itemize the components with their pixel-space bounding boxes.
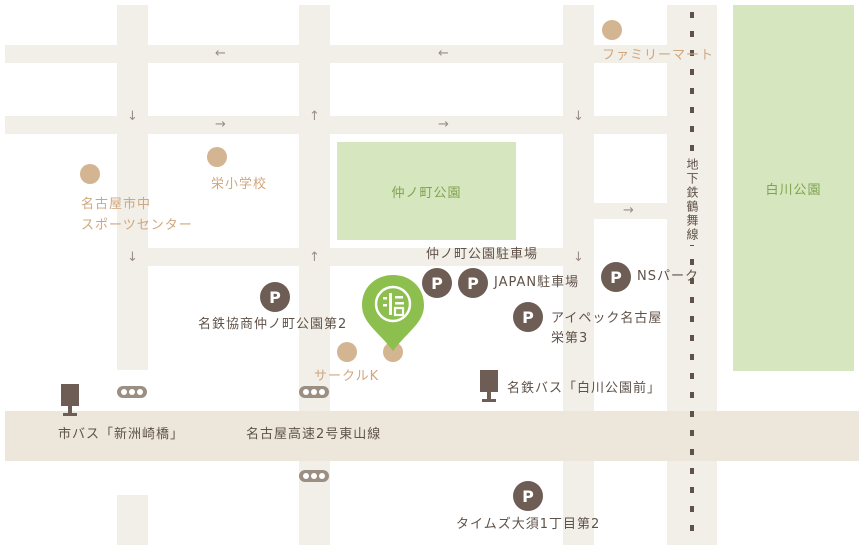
subway-dash — [690, 525, 694, 531]
arrow-up-icon: ↑ — [309, 109, 320, 124]
street-horizontal-second — [5, 116, 667, 134]
sports-center-label-line2: スポーツセンター — [81, 218, 193, 233]
subway-dash — [690, 354, 694, 360]
family-mart-marker-icon — [602, 20, 622, 40]
subway-label: 地下鉄鶴舞線 — [684, 155, 701, 245]
arrow-down-icon: ↓ — [573, 109, 584, 124]
bus-stop-icon[interactable] — [480, 370, 498, 402]
subway-dash — [690, 50, 694, 56]
subway-dash — [690, 468, 694, 474]
parking-icon[interactable]: P — [458, 268, 488, 298]
traffic-signal-icon — [299, 386, 329, 398]
highway-road — [5, 411, 859, 461]
parking-icon[interactable]: P — [513, 481, 543, 511]
ipec-label-line1: アイペック名古屋 — [551, 311, 663, 326]
arrow-right-icon: → — [623, 203, 634, 218]
parking-icon[interactable]: P — [422, 268, 452, 298]
subway-dash — [690, 259, 694, 265]
arrow-down-icon: ↓ — [127, 109, 138, 124]
parking-icon[interactable]: P — [260, 282, 290, 312]
bus-stop-shirakawa-label: 名鉄バス「白川公園前」 — [507, 381, 662, 396]
subway-dash — [690, 297, 694, 303]
times-parking-label: タイムズ大須1丁目第2 — [456, 517, 601, 532]
arrow-down-icon: ↓ — [127, 250, 138, 265]
bus-stop-shinsu-label: 市バス「新洲崎橋」 — [58, 427, 185, 442]
family-mart-label: ファミリーマート — [602, 48, 715, 63]
subway-dash — [690, 88, 694, 94]
subway-dash — [690, 69, 694, 75]
arrow-down-icon: ↓ — [573, 250, 584, 265]
park-shirakawa-label: 白川公園 — [765, 182, 822, 198]
street-horizontal-north — [5, 45, 667, 63]
subway-dash — [690, 449, 694, 455]
street-horizontal-third — [148, 248, 563, 266]
sports-center-label-line1: 名古屋市中 — [81, 197, 152, 212]
subway-dash — [690, 335, 694, 341]
park-nakanocho: 仲ノ町公園 — [337, 142, 516, 240]
subway-dash — [690, 487, 694, 493]
subway-dash — [690, 506, 694, 512]
ipec-label-line2: 栄第3 — [551, 331, 589, 346]
japan-parking-label: JAPAN駐車場 — [494, 275, 580, 290]
park-shirakawa: 白川公園 — [733, 5, 854, 371]
parking-icon[interactable]: P — [601, 262, 631, 292]
arrow-right-icon: → — [438, 117, 449, 132]
destination-marker-dot-icon — [383, 342, 403, 362]
circle-k-label: サークルK — [314, 369, 380, 384]
traffic-signal-icon — [117, 386, 147, 398]
subway-dash — [690, 12, 694, 18]
highway-label: 名古屋高速2号東山線 — [246, 427, 382, 442]
meitetsu-kyosho-label: 名鉄協商仲ノ町公園第2 — [198, 317, 348, 332]
parking-icon[interactable]: P — [513, 302, 543, 332]
street-vertical-west — [117, 5, 148, 370]
bus-stop-icon[interactable] — [61, 384, 79, 416]
subway-dash — [690, 31, 694, 37]
arrow-up-icon: ↑ — [309, 250, 320, 265]
street-vertical-west-south — [117, 495, 148, 545]
park-nakanocho-label: 仲ノ町公園 — [391, 185, 462, 201]
subway-dash — [690, 145, 694, 151]
arrow-left-icon: ← — [215, 46, 226, 61]
subway-dash — [690, 107, 694, 113]
subway-dash — [690, 430, 694, 436]
traffic-signal-icon — [299, 470, 329, 482]
sports-center-marker-icon — [80, 164, 100, 184]
subway-dash — [690, 316, 694, 322]
street-vertical-center — [299, 5, 330, 545]
subway-dash — [690, 278, 694, 284]
nakanocho-parking-label: 仲ノ町公園駐車場 — [426, 247, 539, 262]
subway-dash — [690, 392, 694, 398]
destination-pin-icon[interactable] — [360, 273, 426, 353]
arrow-right-icon: → — [215, 117, 226, 132]
circle-k-marker-icon — [337, 342, 357, 362]
ns-park-label: NSパーク — [637, 269, 699, 284]
subway-dash — [690, 126, 694, 132]
sakae-school-marker-icon — [207, 147, 227, 167]
subway-dash — [690, 411, 694, 417]
subway-dash — [690, 373, 694, 379]
street-horizontal-connector — [594, 203, 667, 219]
arrow-left-icon: ← — [438, 46, 449, 61]
sakae-school-label: 栄小学校 — [211, 177, 268, 192]
